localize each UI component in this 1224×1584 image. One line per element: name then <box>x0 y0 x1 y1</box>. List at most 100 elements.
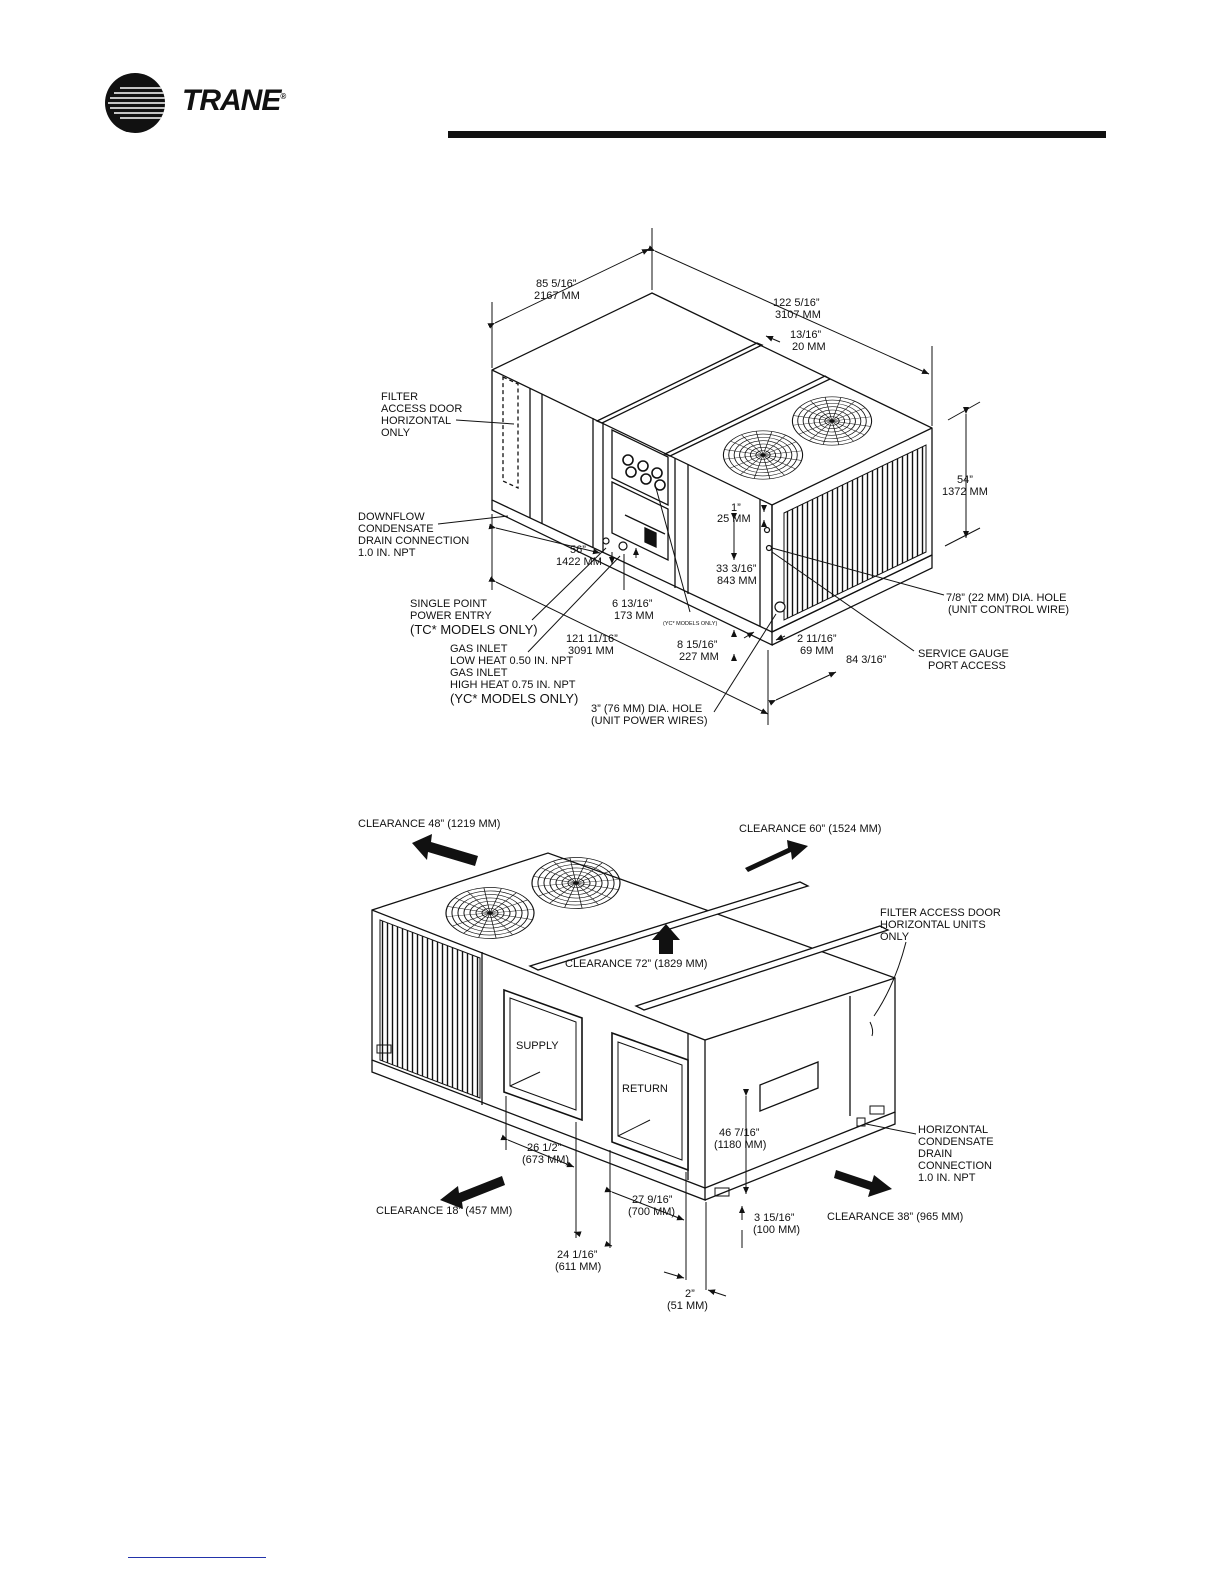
unit-body-2 <box>371 852 896 1201</box>
svg-text:13/16”: 13/16” <box>790 329 822 341</box>
return-opening <box>611 1031 689 1172</box>
clearance-48: CLEARANCE 48” (1219 MM) <box>358 818 500 830</box>
header-rule <box>448 131 1106 138</box>
svg-text:1.0 IN. NPT: 1.0 IN. NPT <box>918 1172 976 1184</box>
svg-text:1.0 IN. NPT: 1.0 IN. NPT <box>358 547 416 559</box>
clearance-60: CLEARANCE 60” (1524 MM) <box>739 823 881 835</box>
unit-dimensions-diagram: 85 5/16” 2167 MM 122 5/16” 3107 MM 13/16… <box>358 228 1069 727</box>
svg-text:SERVICE GAUGE: SERVICE GAUGE <box>918 648 1009 660</box>
svg-text:(100 MM): (100 MM) <box>753 1224 800 1236</box>
svg-text:GAS INLET: GAS INLET <box>450 643 508 655</box>
svg-text:(UNIT CONTROL WIRE): (UNIT CONTROL WIRE) <box>948 604 1069 616</box>
svg-text:ONLY: ONLY <box>381 427 411 439</box>
base-feet <box>376 1044 885 1197</box>
clearance-38: CLEARANCE 38” (965 MM) <box>827 1211 963 1223</box>
svg-text:(51 MM): (51 MM) <box>667 1300 708 1312</box>
svg-text:DRAIN: DRAIN <box>918 1148 952 1160</box>
trane-logo <box>105 73 165 133</box>
svg-text:HORIZONTAL: HORIZONTAL <box>381 415 451 427</box>
svg-text:85 5/16”: 85 5/16” <box>536 278 577 290</box>
dim-2-11: 2 11/16” 69 MM <box>797 633 837 657</box>
svg-text:CONDENSATE: CONDENSATE <box>918 1136 994 1148</box>
dim-6: 6 13/16” 173 MM <box>612 598 654 622</box>
svg-text:2167 MM: 2167 MM <box>534 290 580 302</box>
svg-text:(611 MM): (611 MM) <box>555 1261 601 1273</box>
svg-text:33 3/16”: 33 3/16” <box>716 563 757 575</box>
svg-text:7/8” (22 MM) DIA. HOLE: 7/8” (22 MM) DIA. HOLE <box>946 592 1066 604</box>
svg-text:LOW HEAT 0.50 IN. NPT: LOW HEAT 0.50 IN. NPT <box>450 655 573 667</box>
svg-text:(1180 MM): (1180 MM) <box>714 1139 766 1151</box>
svg-text:46 7/16”: 46 7/16” <box>719 1127 760 1139</box>
brand-name: TRANE® <box>182 84 287 117</box>
dim-33: 33 3/16” 843 MM <box>716 563 757 587</box>
dim-13: 13/16” 20 MM <box>790 329 826 353</box>
svg-text:(UNIT POWER WIRES): (UNIT POWER WIRES) <box>591 715 708 727</box>
svg-text:20 MM: 20 MM <box>792 341 826 353</box>
svg-text:26 1/2”: 26 1/2” <box>527 1142 562 1154</box>
clearance-arrows <box>412 834 892 1209</box>
svg-text:DOWNFLOW: DOWNFLOW <box>358 511 425 523</box>
svg-text:3” (76 MM) DIA. HOLE: 3” (76 MM) DIA. HOLE <box>591 703 702 715</box>
svg-text:69 MM: 69 MM <box>800 645 834 657</box>
dim-46: 46 7/16” (1180 MM) <box>714 1127 766 1151</box>
dim-84: 84 3/16” <box>846 654 887 666</box>
svg-text:2 11/16”: 2 11/16” <box>797 633 837 645</box>
svg-text:27 9/16”: 27 9/16” <box>632 1194 673 1206</box>
horizontal-drain-label: HORIZONTAL CONDENSATE DRAIN CONNECTION 1… <box>918 1124 994 1184</box>
svg-text:HORIZONTAL: HORIZONTAL <box>918 1124 988 1136</box>
svg-text:2”: 2” <box>685 1288 695 1300</box>
svg-text:56”: 56” <box>570 544 586 556</box>
svg-text:3091 MM: 3091 MM <box>568 645 614 657</box>
dim-24: 24 1/16” (611 MM) <box>555 1249 601 1273</box>
svg-text:(700 MM): (700 MM) <box>628 1206 675 1218</box>
svg-text:6 13/16”: 6 13/16” <box>612 598 653 610</box>
svg-text:8 15/16”: 8 15/16” <box>677 639 718 651</box>
svg-text:173 MM: 173 MM <box>614 610 654 622</box>
dim-1: 1” 25 MM <box>717 502 751 525</box>
svg-text:ONLY: ONLY <box>880 931 910 943</box>
condenser-louver-2 <box>379 919 481 1099</box>
svg-text:SINGLE POINT: SINGLE POINT <box>410 598 487 610</box>
svg-text:HIGH HEAT 0.75 IN. NPT: HIGH HEAT 0.75 IN. NPT <box>450 679 576 691</box>
svg-text:DRAIN CONNECTION: DRAIN CONNECTION <box>358 535 469 547</box>
clearance-18: CLEARANCE 18” (457 MM) <box>376 1205 512 1217</box>
svg-text:ACCESS DOOR: ACCESS DOOR <box>381 403 462 415</box>
svg-text:1”: 1” <box>731 502 741 514</box>
control-knobs <box>622 454 666 491</box>
svg-text:25 MM: 25 MM <box>717 513 751 525</box>
svg-text:122 5/16”: 122 5/16” <box>773 297 820 309</box>
supply-label: SUPPLY <box>516 1040 559 1052</box>
dim-122: 122 5/16” 3107 MM <box>773 297 821 321</box>
svg-text:(TC* MODELS ONLY): (TC* MODELS ONLY) <box>410 622 538 637</box>
dim-3-15: 3 15/16” (100 MM) <box>753 1212 800 1236</box>
filter-access-label: FILTER ACCESS DOOR HORIZONTAL ONLY <box>381 391 462 439</box>
svg-text:3 15/16”: 3 15/16” <box>754 1212 795 1224</box>
downflow-drain-label: DOWNFLOW CONDENSATE DRAIN CONNECTION 1.0… <box>358 511 469 559</box>
svg-text:HORIZONTAL UNITS: HORIZONTAL UNITS <box>880 919 986 931</box>
clearance-72: CLEARANCE 72” (1829 MM) <box>565 958 707 970</box>
dim-121: 121 11/16” 3091 MM <box>566 633 618 657</box>
svg-text:CONDENSATE: CONDENSATE <box>358 523 434 535</box>
control-hole-label: 7/8” (22 MM) DIA. HOLE (UNIT CONTROL WIR… <box>946 592 1069 616</box>
footer-link-line <box>128 1557 266 1558</box>
dim-54: 54” 1372 MM <box>942 474 988 498</box>
svg-text:(673 MM): (673 MM) <box>522 1154 569 1166</box>
dim-2: 2” (51 MM) <box>667 1288 708 1312</box>
svg-text:1372 MM: 1372 MM <box>942 486 988 498</box>
dim-26: 26 1/2” (673 MM) <box>522 1142 569 1166</box>
svg-text:PORT ACCESS: PORT ACCESS <box>928 660 1006 672</box>
dim-27: 27 9/16” (700 MM) <box>628 1194 675 1218</box>
svg-text:FILTER: FILTER <box>381 391 418 403</box>
svg-text:24 1/16”: 24 1/16” <box>557 1249 598 1261</box>
svg-text:54”: 54” <box>957 474 973 486</box>
return-label: RETURN <box>622 1083 668 1095</box>
power-entry-label: SINGLE POINT POWER ENTRY (TC* MODELS ONL… <box>410 598 538 637</box>
supply-opening <box>503 988 583 1122</box>
svg-text:1422 MM: 1422 MM <box>556 556 602 568</box>
condenser-louver <box>783 444 927 621</box>
dim-8: 8 15/16” 227 MM <box>677 639 719 663</box>
wire-holes <box>602 526 786 613</box>
svg-text:121 11/16”: 121 11/16” <box>566 633 618 645</box>
gas-inlet-label: GAS INLET LOW HEAT 0.50 IN. NPT GAS INLE… <box>450 643 578 706</box>
svg-text:227 MM: 227 MM <box>679 651 719 663</box>
